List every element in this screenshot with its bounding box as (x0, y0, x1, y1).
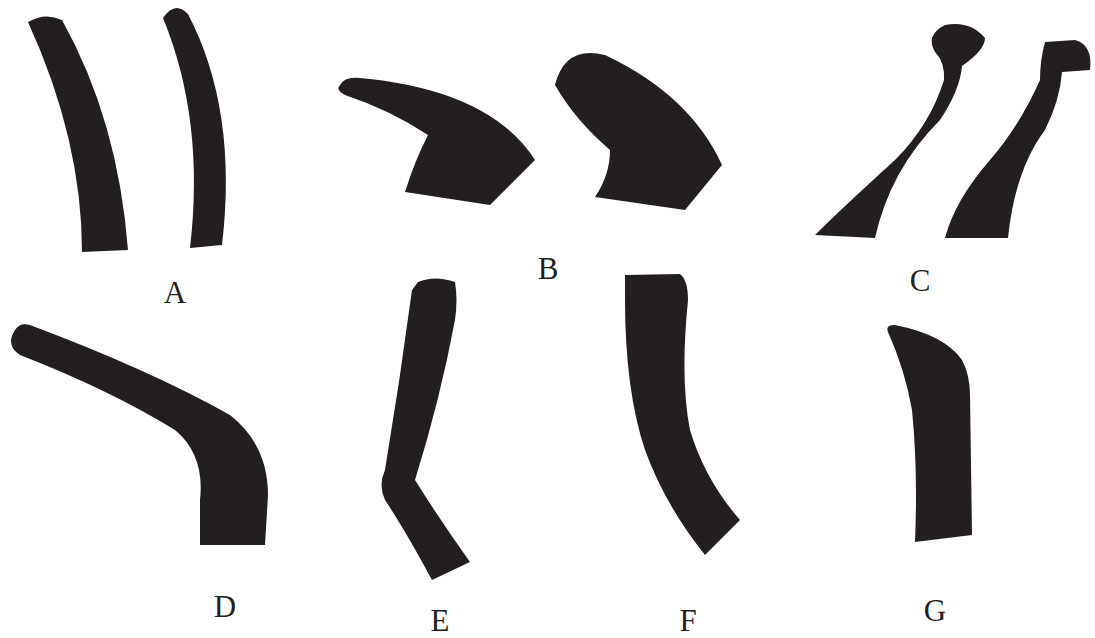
figure-letter: F (679, 605, 696, 636)
claw-shape (555, 53, 722, 210)
claw-shape (945, 40, 1090, 238)
claw-shape (382, 279, 471, 581)
claw-shape (625, 274, 740, 555)
claw-shape (11, 324, 268, 545)
figure-letter: G (924, 595, 946, 626)
figure-letter: B (538, 253, 559, 284)
figure-letter: D (214, 591, 236, 622)
claw-shape (338, 78, 535, 205)
figure-letter: A (164, 277, 186, 308)
claw-shape (163, 8, 226, 248)
claw-shape (887, 325, 972, 542)
figure-letter: E (431, 605, 450, 636)
claw-shape (28, 16, 128, 252)
figure-letter: C (910, 265, 931, 296)
